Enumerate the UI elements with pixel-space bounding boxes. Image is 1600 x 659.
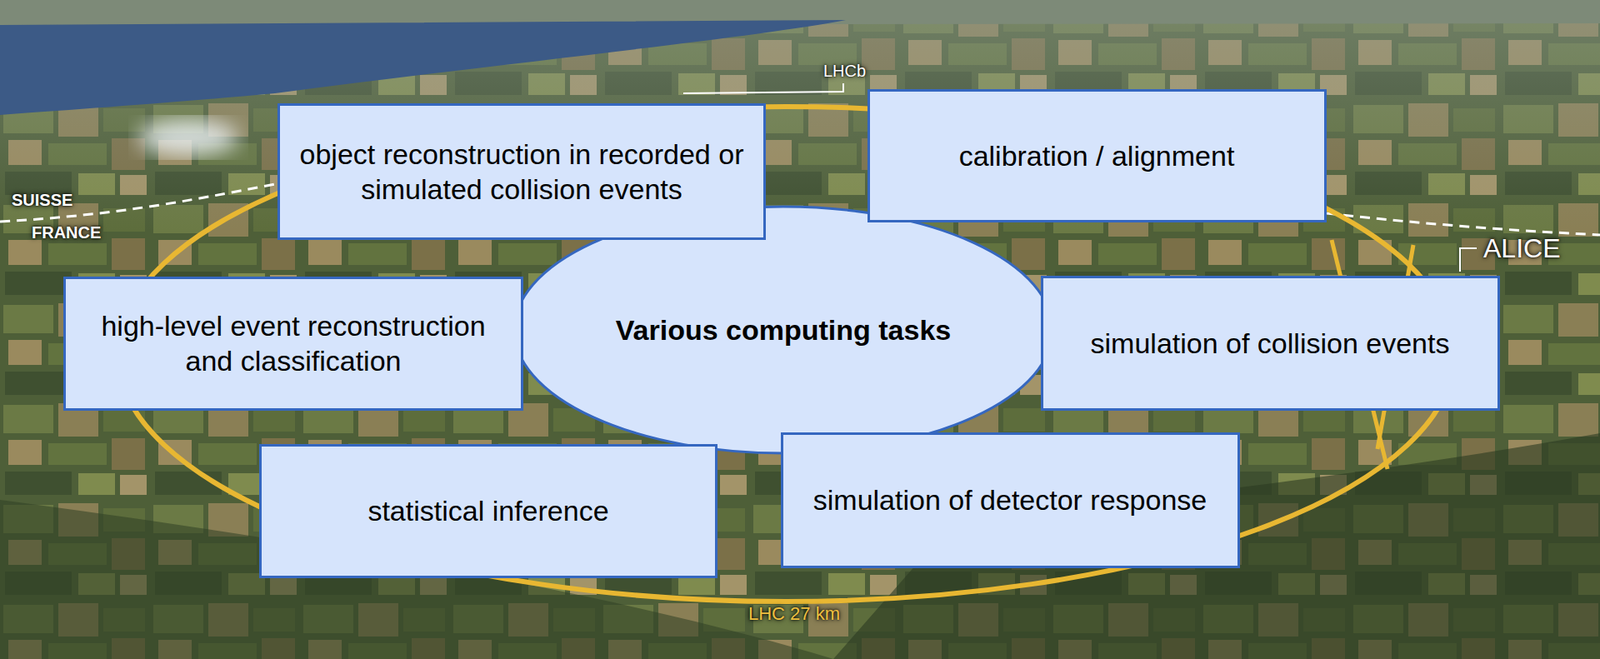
task-box: simulation of collision events (1040, 275, 1500, 411)
node-text: simulation of collision events (1090, 325, 1450, 362)
task-box: statistical inference (259, 444, 718, 579)
map-label: SUISSE (11, 190, 73, 210)
node-text: statistical inference (367, 493, 609, 530)
node-text: Various computing tasks (615, 312, 951, 349)
map-label: LHCb (823, 61, 866, 81)
task-box: calibration / alignment (867, 89, 1327, 223)
task-box: high-level event reconstruction and clas… (63, 276, 524, 411)
hub-ellipse: Various computing tasks (512, 205, 1055, 455)
map-label: LHC 27 km (748, 603, 840, 625)
map-label: FRANCE (31, 223, 101, 243)
node-text: calibration / alignment (959, 138, 1235, 175)
node-text: high-level event reconstruction and clas… (79, 308, 508, 380)
ellipse-shape (514, 206, 1053, 454)
node-text: simulation of detector response (813, 482, 1207, 519)
task-box: object reconstruction in recorded or sim… (277, 103, 766, 240)
node-text: object reconstruction in recorded or sim… (293, 136, 750, 208)
task-box: simulation of detector response (780, 432, 1240, 569)
map-label: ALICE (1483, 233, 1560, 265)
